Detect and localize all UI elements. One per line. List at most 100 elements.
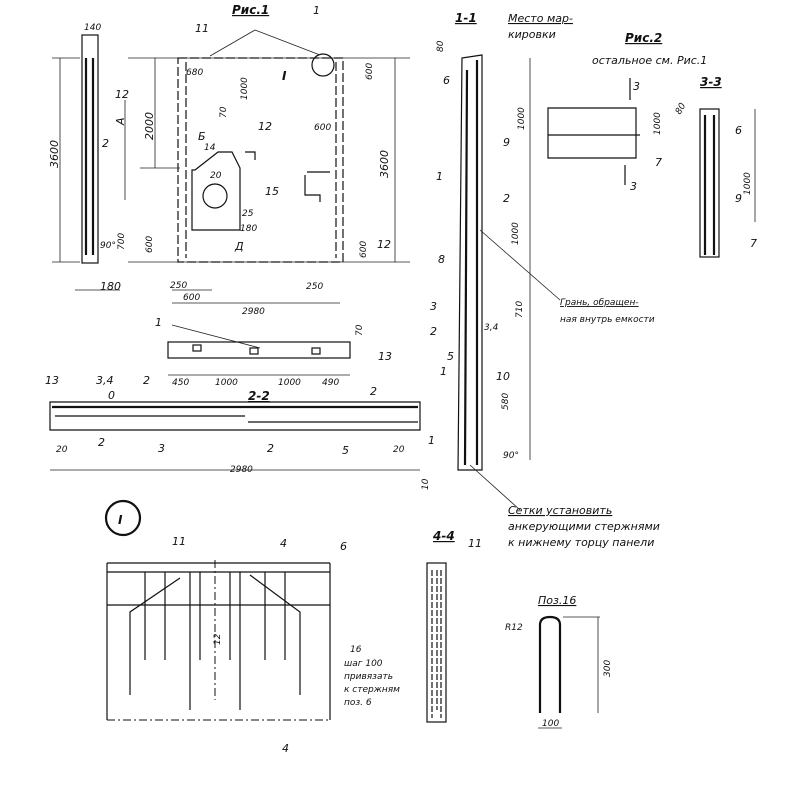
fig2: Рис.2 остальное см. Рис.1 3 3 1000 7 3-3…: [547, 31, 757, 258]
s11-dim-1000a: 1000: [517, 107, 527, 130]
s11-label-2b: 2: [430, 325, 437, 338]
panel-label-11: 11: [195, 22, 209, 35]
strip-dim-1000a: 1000: [215, 378, 238, 388]
panel-dim-680: 680: [186, 68, 203, 78]
s33-label-7: 7: [750, 237, 757, 250]
panel-outline: [177, 57, 344, 263]
fig2-plan-outline: [547, 107, 640, 159]
mesh-note-line1: Сетки установить: [508, 504, 612, 517]
fig2-subtitle: остальное см. Рис.1: [592, 54, 707, 67]
pos16: Поз.16 R12 300 100: [505, 594, 613, 729]
detail-i-callout: [311, 53, 335, 77]
section-mark-1: 1: [313, 4, 320, 17]
s44-label-11: 11: [468, 537, 482, 550]
s11-label-9: 9: [503, 136, 510, 149]
section-3-3: 3-3 80 6 1000 9 7: [674, 75, 757, 258]
s11-dim-580: 580: [501, 393, 511, 410]
panel-dim-250-right: 250: [306, 282, 323, 292]
s33-dim-1000: 1000: [743, 172, 753, 195]
edge-angle: 90°: [100, 241, 116, 251]
panel-dim-180: 180: [240, 224, 257, 234]
s22-label-13b: 13: [378, 350, 392, 363]
strip-dim-490: 490: [322, 378, 339, 388]
marking-note-line2: кировки: [508, 28, 556, 41]
face-note-line2: ная внутрь емкости: [560, 315, 655, 325]
s11-label-10: 10: [496, 370, 510, 383]
s33-dim-80: 80: [674, 101, 689, 116]
panel-label-15: 15: [265, 185, 279, 198]
panel-dim-70: 70: [219, 106, 229, 118]
s11-label-1c: 1: [428, 434, 435, 447]
section-1-1-title: 1-1: [455, 11, 477, 25]
section-2-2: 2-2 13 3,4 2 0 2 3 2 5 20 20 2980 13 2 1…: [45, 350, 431, 490]
detail-i-bars: [129, 572, 301, 710]
s11-label-1b: 1: [440, 365, 447, 378]
detail-i-note-bars: к стержням: [344, 685, 400, 695]
edge-label-a: А: [114, 117, 127, 126]
detail-i-marker: [104, 499, 142, 537]
detail-i-note-tie: привязать: [344, 672, 393, 682]
edge-label-12: 12: [115, 88, 129, 101]
s11-dim-1000b: 1000: [511, 222, 521, 245]
s33-label-6: 6: [735, 124, 742, 137]
section-1-1-outline: [457, 54, 483, 471]
panel-label-12b: 12: [377, 238, 391, 251]
s22-label-2c: 2: [267, 442, 274, 455]
s11-label-2: 2: [503, 192, 510, 205]
section-3-3-outline: [699, 108, 720, 258]
s22-label-13: 13: [45, 374, 59, 387]
fig1-edge-view: 140 12 А 2 3600 700 90° 180: [48, 23, 129, 293]
pos16-title: Поз.16: [538, 594, 576, 607]
edge-dim-180: 180: [100, 280, 121, 293]
s11-label-34: 3,4: [484, 323, 499, 333]
pos16-dim-300: 300: [603, 660, 613, 677]
s11-angle: 90°: [503, 451, 519, 461]
fig2-title: Рис.2: [625, 31, 662, 45]
pos16-radius: R12: [505, 623, 523, 633]
panel-dim-600-mid: 600: [314, 123, 331, 133]
strip-outline: [167, 341, 351, 359]
s11-label-3: 3: [430, 300, 437, 313]
detail-i-marker-label: I: [118, 513, 123, 527]
detail-i-outline: [106, 562, 331, 720]
panel-dim-1000: 1000: [240, 77, 250, 100]
panel-dim-25: 25: [242, 209, 254, 219]
detail-i-section-4b: 4: [282, 742, 289, 755]
s22-dim-20a: 20: [56, 445, 68, 455]
s22-label-2b: 2: [98, 436, 105, 449]
s11-dim-80: 80: [436, 40, 446, 52]
section-1-1: 1-1 Место мар- кировки 80 6 9 1 2 1000 1…: [428, 11, 660, 549]
s22-dim-20b: 20: [393, 445, 405, 455]
panel-dim-600-bottom: 600: [183, 293, 200, 303]
detail-i-label-11: 11: [172, 535, 186, 548]
detail-i-label-6: 6: [340, 540, 347, 553]
detail-i: I 11 4 6 12 4 16 шаг 100 привязать к сте…: [104, 499, 400, 755]
pos16-u-bar: [538, 615, 562, 713]
panel-label-d: Д: [234, 240, 244, 253]
s22-label-5: 5: [342, 444, 349, 457]
face-note-line1: Грань, обращен-: [560, 298, 639, 308]
mesh-note-line3: к нижнему торцу панели: [508, 536, 654, 549]
panel-dim-2980: 2980: [242, 307, 265, 317]
section-4-4-title: 4-4: [432, 529, 455, 543]
opening-frame: [191, 151, 241, 231]
pos16-dim-100: 100: [542, 719, 559, 729]
fig1-panel: 11 1 I 680 1000 600 2000 70 12 600 Б 14 …: [128, 4, 410, 317]
s11-label-5: 5: [447, 350, 454, 363]
s22-label-0: 0: [108, 389, 115, 402]
panel-dim-3600: 3600: [378, 150, 391, 178]
plan-section-mark-3b: 3: [630, 180, 637, 193]
marking-note-line1: Место мар-: [508, 12, 573, 25]
edge-dim-140: 140: [84, 23, 101, 33]
detail-i-note-step: шаг 100: [344, 659, 383, 669]
plan-dim-1000: 1000: [653, 112, 663, 135]
strip-dim-450: 450: [172, 378, 189, 388]
section-4-4-outline: [426, 562, 447, 723]
s11-label-1: 1: [436, 170, 443, 183]
section-2-2-title: 2-2: [248, 389, 270, 403]
detail-i-note-pos6: поз. 6: [344, 698, 372, 708]
panel-dim-600-top: 600: [365, 63, 375, 80]
section-3-3-title: 3-3: [700, 75, 722, 89]
panel-label-b: Б: [198, 130, 206, 143]
